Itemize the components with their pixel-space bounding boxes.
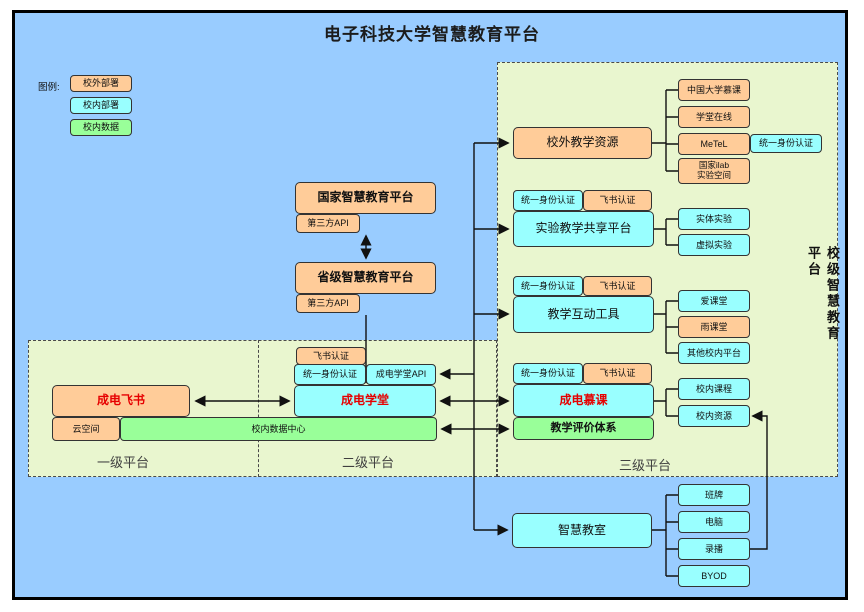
legend-external-deploy: 校外部署 [70,75,132,92]
node-interact-sso: 统一身份认证 [513,276,583,296]
node-byod: BYOD [678,565,750,587]
node-chengdian-xuetang: 成电学堂 [294,385,436,417]
node-lab-sso: 统一身份认证 [513,190,583,211]
node-xuetangx: 学堂在线 [678,106,750,128]
node-cloud-space: 云空间 [52,417,120,441]
campus-platform-vertical-label: 校级智慧教育平台 [806,246,840,342]
diagram-title: 电子科技大学智慧教育平台 [324,25,540,44]
node-national-ilab-space: 国家ilab 实验空间 [678,158,750,184]
legend-internal-data: 校内数据 [70,119,132,136]
node-national-third-party-api: 第三方API [296,214,360,233]
node-aiketang: 爱课堂 [678,290,750,312]
node-metel: MeTeL [678,133,750,155]
level2-label: 二级平台 [341,455,394,470]
node-teaching-evaluation-system: 教学评价体系 [513,417,654,440]
level1-level2-divider [258,340,259,477]
node-lab-feishu-auth: 飞书认证 [583,190,652,211]
level3-label: 三级平台 [618,458,671,473]
node-other-campus-platforms: 其他校内平台 [678,342,750,364]
node-campus-resources: 校内资源 [678,405,750,427]
node-campus-data-center: 校内数据中心 [120,417,437,441]
node-teaching-interaction-tools: 教学互动工具 [513,296,654,333]
node-campus-courses: 校内课程 [678,378,750,400]
node-national-platform: 国家智慧教育平台 [295,182,436,214]
level1-label: 一级平台 [96,455,149,470]
node-class-board: 班牌 [678,484,750,506]
node-mooc-sso: 统一身份认证 [513,363,583,384]
node-chengdian-feishu: 成电飞书 [52,385,190,417]
legend-label: 图例: [38,82,60,93]
node-physical-lab: 实体实验 [678,208,750,230]
node-interact-feishu-auth: 飞书认证 [583,276,652,296]
node-yuketang: 雨课堂 [678,316,750,338]
node-chengdian-mooc: 成电慕课 [513,384,654,417]
node-smart-classroom: 智慧教室 [512,513,652,548]
legend-internal-deploy: 校内部署 [70,97,132,114]
node-provincial-third-party-api: 第三方API [296,294,360,313]
node-provincial-platform: 省级智慧教育平台 [295,262,436,294]
node-xuetang-feishu-auth: 飞书认证 [296,347,366,365]
node-external-teaching-resources: 校外教学资源 [513,127,652,159]
node-xuetang-sso: 统一身份认证 [294,364,366,385]
node-mooc-feishu-auth: 飞书认证 [583,363,652,384]
node-lab-sharing-platform: 实验教学共享平台 [513,211,654,247]
node-recording: 录播 [678,538,750,560]
node-computer: 电脑 [678,511,750,533]
node-metel-sso: 统一身份认证 [750,134,822,153]
node-xuetang-api: 成电学堂API [366,364,436,385]
node-virtual-lab: 虚拟实验 [678,234,750,256]
node-icourse-china-mooc: 中国大学慕课 [678,79,750,101]
